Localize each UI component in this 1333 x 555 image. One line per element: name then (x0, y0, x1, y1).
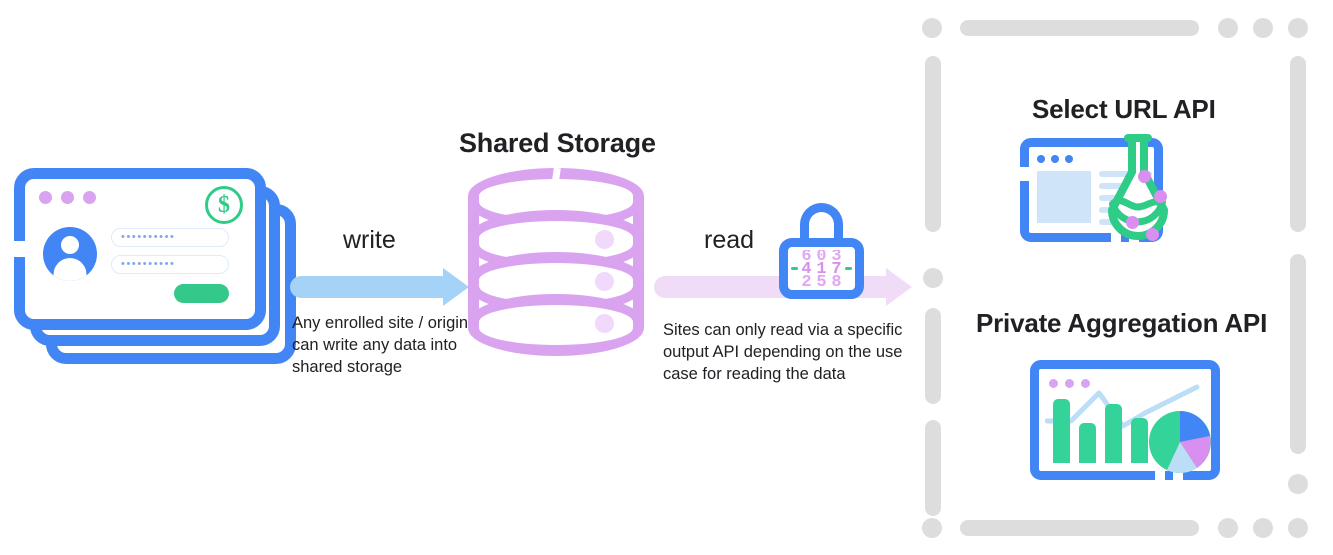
bar-2 (1079, 423, 1096, 463)
shared-storage-title: Shared Storage (459, 128, 656, 158)
write-label: write (343, 226, 396, 254)
charts-browser-dots (1049, 379, 1090, 388)
select-url-api-title: Select URL API (1032, 94, 1216, 124)
write-arrow-bar (290, 276, 444, 298)
panel-border-dot-b2 (1253, 518, 1273, 538)
avatar-body (53, 258, 87, 281)
flask-bubble-2 (1154, 190, 1167, 203)
panel-border-dot-tr (1288, 18, 1308, 38)
lock-digit-2: 0 1 5 (815, 250, 828, 288)
cylinder-band-4 (468, 294, 644, 356)
panel-border-dash-top (960, 20, 1199, 36)
charts-browser-gap-bottom-1 (1155, 471, 1165, 480)
cylinder-side-right (633, 198, 644, 326)
panel-border-dot-br (1288, 518, 1308, 538)
lock-dash-right (845, 267, 852, 270)
lock-digit-1: 6 4 2 (800, 250, 813, 288)
flask-browser-dots (1037, 155, 1073, 163)
dollar-circle-icon: $ (205, 186, 243, 224)
bar-3 (1105, 404, 1122, 463)
browser-card-front: $ •••••••••• •••••••••• (14, 168, 266, 330)
lock-digit-2-next: 5 (816, 272, 827, 288)
flask-browser-gap-bottom-1 (1111, 233, 1121, 242)
panel-border-dot-left (923, 268, 943, 288)
lock-digit-1-value: 4 (801, 259, 812, 279)
flask-bubble-1 (1138, 170, 1151, 183)
cylinder-side-left (468, 198, 479, 326)
flask-browser-gap-left (1020, 167, 1029, 181)
panel-border-dash-left-3 (925, 420, 941, 516)
charts-browser-dot-2 (1065, 379, 1074, 388)
lock-digit-3-value: 7 (831, 259, 842, 279)
flask-browser-dot-1 (1037, 155, 1045, 163)
private-aggregation-api-title: Private Aggregation API (976, 308, 1268, 338)
charts-browser-gap-bottom-2 (1173, 471, 1183, 480)
panel-border-dot-t2 (1253, 18, 1273, 38)
dollar-symbol: $ (218, 192, 230, 218)
browser-window-with-charts-icon (1030, 360, 1220, 480)
read-label: read (704, 226, 755, 254)
combination-lock-icon: 6 4 2 0 1 5 3 7 8 (779, 203, 864, 299)
lock-dash-left (791, 267, 798, 270)
panel-border-dot-bl (922, 518, 942, 538)
charts-browser-dot-1 (1049, 379, 1058, 388)
bar-1 (1053, 399, 1070, 463)
pie-chart (1149, 411, 1211, 473)
browser-window-with-flask-icon (1020, 134, 1168, 242)
lock-digit-2-prev: 0 (816, 249, 827, 266)
panel-border-dash-left-1 (925, 56, 941, 232)
lock-digit-1-next: 2 (801, 272, 812, 288)
database-cylinder-icon (468, 167, 644, 356)
lock-digit-3-next: 8 (831, 272, 842, 288)
flask-browser-textline-1 (1099, 171, 1152, 177)
user-avatar-icon (43, 227, 97, 281)
password-field-2[interactable]: •••••••••• (111, 255, 229, 274)
flask-bubble-4 (1146, 228, 1159, 241)
cylinder-dot-3 (595, 314, 614, 333)
charts-browser-frame (1030, 360, 1220, 480)
flask-icon (1108, 134, 1168, 240)
bar-4 (1131, 418, 1148, 463)
lock-digit-3: 3 7 8 (830, 250, 843, 288)
write-arrow (290, 268, 469, 306)
write-caption: Any enrolled site / origin can write any… (292, 314, 469, 376)
flask-browser-dot-3 (1065, 155, 1073, 163)
flask-browser-content-block (1037, 171, 1091, 223)
lock-digit-2-value: 1 (816, 259, 827, 279)
lock-digit-1-prev: 6 (801, 249, 812, 266)
lock-body: 6 4 2 0 1 5 3 7 8 (779, 238, 864, 299)
cylinder-dot-2 (595, 272, 614, 291)
stacked-browser-windows-icon: $ •••••••••• •••••••••• (14, 168, 304, 368)
flask-browser-dot-2 (1051, 155, 1059, 163)
lock-digit-3-prev: 3 (831, 249, 842, 266)
window-dot-1 (39, 191, 52, 204)
avatar-head (61, 236, 79, 254)
flask-bubble-3 (1126, 216, 1139, 229)
window-dots (39, 191, 96, 204)
cylinder-dot-1 (595, 230, 614, 249)
panel-border-dash-right-1 (1290, 56, 1306, 232)
output-apis-panel: Select URL API (922, 8, 1325, 548)
write-arrow-head (443, 268, 469, 306)
panel-border-dot-b1 (1218, 518, 1238, 538)
panel-border-dash-left-2 (925, 308, 941, 404)
window-dot-3 (83, 191, 96, 204)
lock-shackle (800, 203, 843, 247)
line-chart (1045, 384, 1200, 429)
panel-border-dot-t1 (1218, 18, 1238, 38)
card-edge-gap (14, 241, 25, 257)
password-field-1[interactable]: •••••••••• (111, 228, 229, 247)
panel-border-dash-right-2 (1290, 254, 1306, 454)
charts-browser-dot-3 (1081, 379, 1090, 388)
panel-border-dot-right (1288, 474, 1308, 494)
panel-border-dash-bottom (960, 520, 1199, 536)
read-arrow-head (886, 268, 912, 306)
window-dot-2 (61, 191, 74, 204)
submit-button[interactable] (174, 284, 229, 303)
read-caption: Sites can only read via a specific outpu… (663, 321, 903, 383)
panel-border-dot-tl (922, 18, 942, 38)
